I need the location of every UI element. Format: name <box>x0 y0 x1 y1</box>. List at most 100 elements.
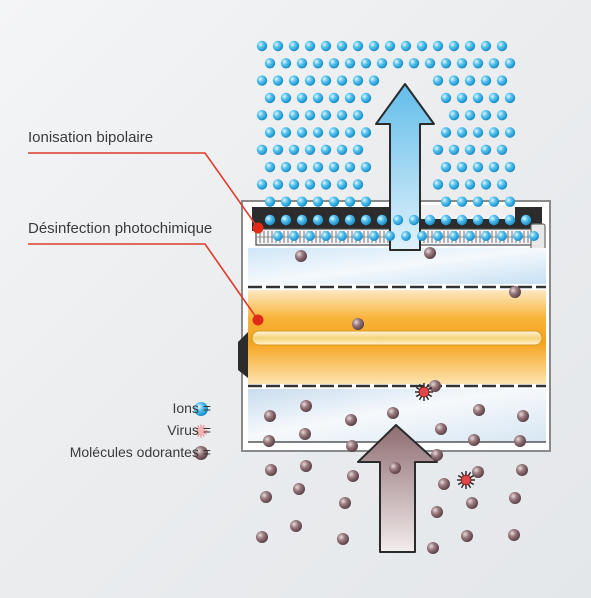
ion-dot <box>344 127 356 138</box>
odor-dot <box>431 506 443 518</box>
upper-filter-panel <box>248 248 546 284</box>
ion-dot <box>464 110 476 121</box>
ion-dot <box>448 40 460 52</box>
ion-dot <box>432 179 444 190</box>
ion-dot <box>472 127 484 138</box>
ion-dot <box>496 110 508 121</box>
odor-dot <box>435 423 447 435</box>
ion-dot <box>432 40 444 52</box>
ion-dot <box>280 58 292 69</box>
legend-ions: Ions = <box>172 400 211 416</box>
ion-dot <box>328 214 340 226</box>
virus-icon <box>194 424 208 438</box>
ion-dot <box>513 231 523 241</box>
odor-dot <box>300 460 312 472</box>
odor-dot <box>300 400 312 412</box>
odor-dot <box>295 250 307 262</box>
odor-dot <box>516 464 528 476</box>
ion-dot <box>288 75 300 86</box>
ion-dot <box>288 110 300 121</box>
ion-dot <box>408 214 420 226</box>
ion-dot <box>304 40 316 52</box>
ion-dot <box>448 110 460 121</box>
ion-dot <box>312 92 324 104</box>
ion-dot <box>456 127 468 138</box>
ion-dot <box>296 58 308 69</box>
ion-dot <box>481 231 491 241</box>
ion-dot <box>456 92 468 104</box>
ion-dot <box>337 231 347 241</box>
ion-dot <box>376 58 388 69</box>
uv-lamp-tube <box>251 330 543 346</box>
ion-dot <box>440 196 452 207</box>
ion-particles <box>256 40 539 241</box>
ion-dot <box>312 58 324 69</box>
leader-desinfection-dot <box>252 314 264 326</box>
ion-dot <box>280 161 292 173</box>
label-ionisation: Ionisation bipolaire <box>28 129 154 146</box>
legend-virus: Virus = <box>167 422 211 438</box>
odor-dot <box>509 492 521 504</box>
ion-dot <box>392 214 404 226</box>
ion-dot <box>504 214 516 226</box>
ion-dot <box>368 75 380 86</box>
odor-dot <box>352 318 364 330</box>
ion-dot <box>488 127 500 138</box>
odor-dot <box>293 483 305 495</box>
ion-dot <box>289 231 299 241</box>
ion-dot <box>456 161 468 173</box>
ion-dot <box>504 58 516 69</box>
ion-dot <box>336 144 348 155</box>
ion-dot <box>504 196 516 207</box>
polluted-air-arrow-in <box>357 424 438 553</box>
top-cap-highlight <box>420 205 515 219</box>
odor-dot <box>263 435 275 447</box>
ion-dot-icon <box>194 402 208 416</box>
ion-dot <box>352 40 364 52</box>
ion-dot <box>464 75 476 86</box>
ion-dot <box>416 40 428 52</box>
odor-dot <box>339 497 351 509</box>
ion-dot <box>472 161 484 173</box>
ion-dot <box>480 179 492 190</box>
ion-dot <box>321 231 331 241</box>
odor-dot <box>427 542 439 554</box>
ion-dot <box>256 110 268 121</box>
ion-dot <box>352 179 364 190</box>
ion-dot <box>376 214 388 226</box>
ion-dot <box>344 92 356 104</box>
ion-dot <box>256 40 268 52</box>
ion-dot <box>440 58 452 69</box>
ion-dot <box>529 231 539 241</box>
ion-dot <box>256 144 268 155</box>
virus-core <box>418 386 430 398</box>
odor-dot <box>264 410 276 422</box>
ion-dot <box>328 58 340 69</box>
virus-core <box>460 474 472 486</box>
ion-dot <box>488 58 500 69</box>
ion-dot <box>264 214 276 226</box>
leader-desinfection <box>28 243 259 321</box>
ion-dot <box>472 214 484 226</box>
ion-dot <box>360 161 372 173</box>
ion-dot <box>288 144 300 155</box>
legend-ions-text: Ions = <box>172 400 211 416</box>
ion-dot <box>432 75 444 86</box>
odor-dot <box>265 464 277 476</box>
odor-dot <box>424 247 436 259</box>
ion-dot <box>488 214 500 226</box>
ion-dot <box>424 58 436 69</box>
ion-dot <box>320 144 332 155</box>
legend-virus-text: Virus = <box>167 422 211 438</box>
ion-dot <box>464 40 476 52</box>
ion-dot <box>296 161 308 173</box>
ion-dot <box>496 75 508 86</box>
odor-dot <box>438 478 450 490</box>
ion-dot <box>344 161 356 173</box>
ion-dot <box>320 75 332 86</box>
odor-dot <box>509 286 521 298</box>
ion-dot <box>465 231 475 241</box>
ion-dot <box>264 196 276 207</box>
ion-dot <box>344 58 356 69</box>
